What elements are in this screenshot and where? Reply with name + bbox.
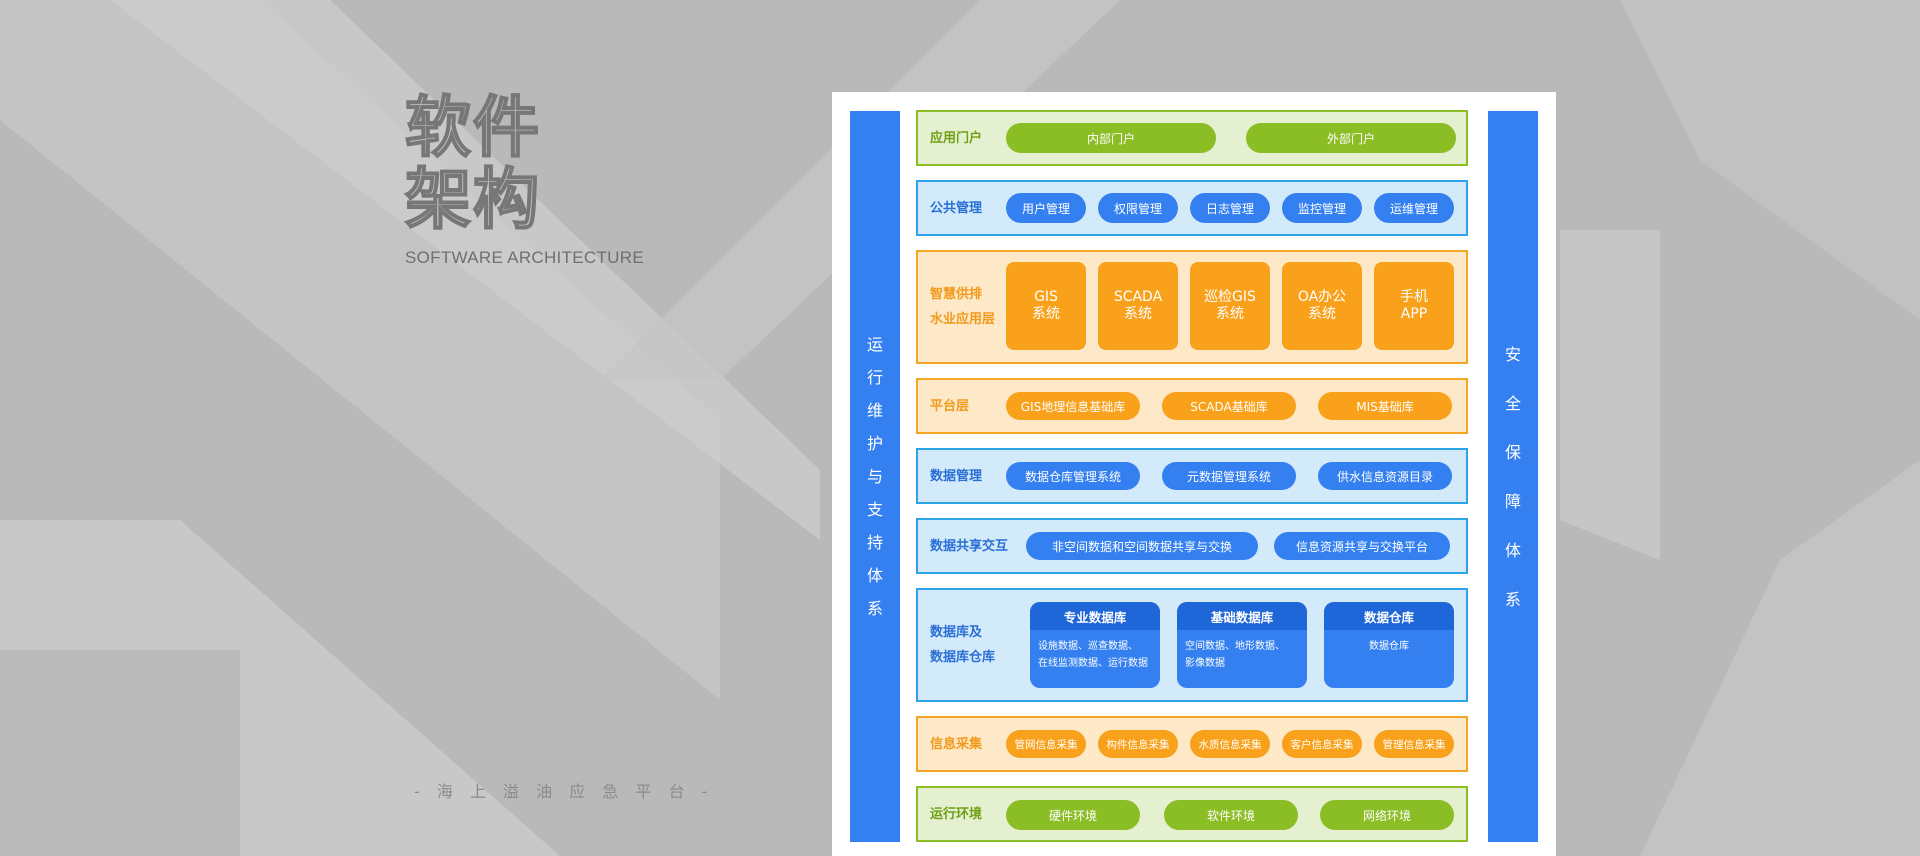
db-card-body: 设施数据、巡查数据、 在线监测数据、运行数据 xyxy=(1038,641,1148,669)
left-bar-char: 护 xyxy=(866,434,883,453)
left-bar-char: 与 xyxy=(866,467,883,486)
db-card-professional[interactable]: 专业数据库 设施数据、巡查数据、 在线监测数据、运行数据 xyxy=(1030,602,1160,688)
left-bar-char: 支 xyxy=(866,500,883,519)
smart-app-tile[interactable]: 手机 APP xyxy=(1374,262,1454,350)
layer-label-line1: 智慧供排 xyxy=(930,287,983,302)
layer-label-line2: 数据库仓库 xyxy=(930,650,996,665)
public-item[interactable]: 运维管理 xyxy=(1374,193,1454,223)
collect-item[interactable]: 水质信息采集 xyxy=(1190,730,1270,758)
right-bar-char: 安 xyxy=(1504,344,1521,364)
layer-data-share: 数据共享交互 非空间数据和空间数据共享与交换 信息资源共享与交换平台 xyxy=(916,518,1468,574)
layer-label-line2: 水业应用层 xyxy=(930,312,996,327)
left-bar-char: 维 xyxy=(866,401,883,420)
collect-item[interactable]: 管网信息采集 xyxy=(1006,730,1086,758)
smart-app-tile[interactable]: SCADA 系统 xyxy=(1098,262,1178,350)
layer-info-collection: 信息采集 管网信息采集 构件信息采集 水质信息采集 客户信息采集 管理信息采集 xyxy=(916,716,1468,772)
layer-label-line1: 数据库及 xyxy=(930,625,983,640)
public-item[interactable]: 权限管理 xyxy=(1098,193,1178,223)
layer-runtime-env: 运行环境 硬件环境 软件环境 网络环境 xyxy=(916,786,1468,842)
db-card-body: 数据仓库 xyxy=(1369,641,1409,652)
db-card-warehouse[interactable]: 数据仓库 数据仓库 xyxy=(1324,602,1454,688)
public-item[interactable]: 监控管理 xyxy=(1282,193,1362,223)
left-bar-char: 运 xyxy=(866,335,883,354)
layer-label: 数据共享交互 xyxy=(930,538,1009,554)
layer-label: 智慧供排 水业应用层 xyxy=(930,252,995,362)
env-item[interactable]: 软件环境 xyxy=(1164,800,1298,830)
left-bar-operation-support: 运 行 维 护 与 支 持 体 系 xyxy=(850,111,900,842)
public-item[interactable]: 用户管理 xyxy=(1006,193,1086,223)
db-card-title: 基础数据库 xyxy=(1177,602,1307,630)
right-bar-char: 障 xyxy=(1504,491,1521,511)
right-bar-char: 系 xyxy=(1504,589,1521,609)
collect-item[interactable]: 客户信息采集 xyxy=(1282,730,1362,758)
smart-app-tile[interactable]: GIS 系统 xyxy=(1006,262,1086,350)
data-mgmt-item[interactable]: 元数据管理系统 xyxy=(1162,462,1296,490)
layer-smart-water-apps: 智慧供排 水业应用层 GIS 系统 SCADA 系统 巡检GIS 系统 OA办公… xyxy=(916,250,1468,364)
layer-label: 信息采集 xyxy=(930,736,983,752)
layer-label: 应用门户 xyxy=(930,130,983,146)
right-bar-char: 保 xyxy=(1504,442,1521,462)
platform-item[interactable]: SCADA基础库 xyxy=(1162,392,1296,420)
layer-label: 数据库及 数据库仓库 xyxy=(930,590,995,700)
collect-item[interactable]: 构件信息采集 xyxy=(1098,730,1178,758)
db-card-basic[interactable]: 基础数据库 空间数据、地形数据、 影像数据 xyxy=(1177,602,1307,688)
left-bar-char: 系 xyxy=(866,599,883,618)
db-card-title: 数据仓库 xyxy=(1324,602,1454,630)
title-en: SOFTWARE ARCHITECTURE xyxy=(405,248,644,267)
platform-item[interactable]: MIS基础库 xyxy=(1318,392,1452,420)
data-mgmt-item[interactable]: 供水信息资源目录 xyxy=(1318,462,1452,490)
footer-tag: - 海 上 溢 油 应 急 平 台 - xyxy=(414,782,714,801)
right-bar-char: 全 xyxy=(1504,393,1521,413)
layer-data-management: 数据管理 数据仓库管理系统 元数据管理系统 供水信息资源目录 xyxy=(916,448,1468,504)
platform-item[interactable]: GIS地理信息基础库 xyxy=(1006,392,1140,420)
collect-item[interactable]: 管理信息采集 xyxy=(1374,730,1454,758)
layer-label: 运行环境 xyxy=(930,806,983,822)
layer-database: 数据库及 数据库仓库 专业数据库 设施数据、巡查数据、 在线监测数据、运行数据 … xyxy=(916,588,1468,702)
data-share-item[interactable]: 信息资源共享与交换平台 xyxy=(1274,532,1450,560)
db-card-body: 空间数据、地形数据、 影像数据 xyxy=(1185,641,1285,669)
left-bar-char: 行 xyxy=(866,368,883,387)
left-bar-char: 持 xyxy=(866,533,883,552)
architecture-panel: 运 行 维 护 与 支 持 体 系 安 全 保 障 体 系 应用门户 内部门户 … xyxy=(832,92,1556,856)
layer-label: 平台层 xyxy=(930,398,970,414)
right-bar-security: 安 全 保 障 体 系 xyxy=(1488,111,1538,842)
title-block: 软件 架构 SOFTWARE ARCHITECTURE xyxy=(404,89,644,268)
db-card-title: 专业数据库 xyxy=(1030,602,1160,630)
left-bar-char: 体 xyxy=(866,566,883,585)
title-cn-line1: 软件 xyxy=(404,89,541,166)
public-item[interactable]: 日志管理 xyxy=(1190,193,1270,223)
smart-app-tile[interactable]: 巡检GIS 系统 xyxy=(1190,262,1270,350)
layer-public-management: 公共管理 用户管理 权限管理 日志管理 监控管理 运维管理 xyxy=(916,180,1468,236)
layer-label: 数据管理 xyxy=(930,468,983,484)
env-item[interactable]: 网络环境 xyxy=(1320,800,1454,830)
layer-label: 公共管理 xyxy=(930,200,983,216)
layer-portal: 应用门户 内部门户 外部门户 xyxy=(916,110,1468,166)
data-share-item[interactable]: 非空间数据和空间数据共享与交换 xyxy=(1026,532,1258,560)
portal-item[interactable]: 外部门户 xyxy=(1246,123,1456,153)
portal-item[interactable]: 内部门户 xyxy=(1006,123,1216,153)
smart-app-tile[interactable]: OA办公 系统 xyxy=(1282,262,1362,350)
right-bar-char: 体 xyxy=(1504,540,1521,560)
data-mgmt-item[interactable]: 数据仓库管理系统 xyxy=(1006,462,1140,490)
layer-platform: 平台层 GIS地理信息基础库 SCADA基础库 MIS基础库 xyxy=(916,378,1468,434)
env-item[interactable]: 硬件环境 xyxy=(1006,800,1140,830)
title-cn-line2: 架构 xyxy=(404,161,541,238)
